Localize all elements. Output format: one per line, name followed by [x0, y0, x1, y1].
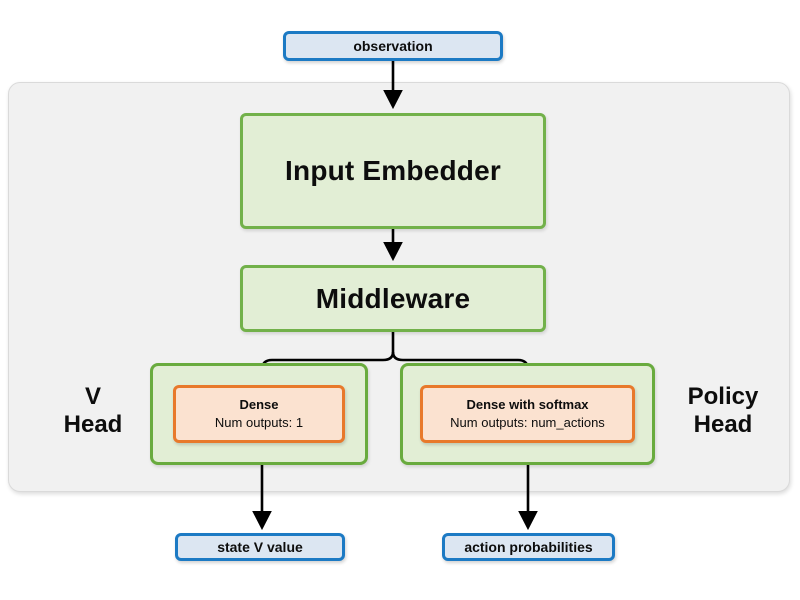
node-observation-label: observation — [353, 38, 433, 54]
node-input-embedder[interactable]: Input Embedder — [240, 113, 546, 229]
node-input-embedder-label: Input Embedder — [285, 155, 501, 186]
node-state-v-value[interactable]: state V value — [175, 533, 345, 561]
node-policy-head-dense-title: Dense with softmax — [466, 397, 589, 413]
node-middleware-label: Middleware — [315, 282, 471, 314]
node-v-head-dense[interactable]: Dense Num outputs: 1 — [173, 385, 345, 443]
node-middleware[interactable]: Middleware — [240, 265, 546, 332]
node-v-head-dense-title: Dense — [239, 397, 279, 413]
node-state-v-value-label: state V value — [217, 539, 303, 555]
label-v-head-line2: Head — [63, 411, 123, 439]
node-observation[interactable]: observation — [283, 31, 503, 61]
head-policy-head[interactable]: Dense with softmax Num outputs: num_acti… — [400, 363, 655, 465]
node-v-head-dense-subtitle: Num outputs: 1 — [214, 415, 304, 430]
node-policy-head-dense-subtitle: Num outputs: num_actions — [450, 415, 605, 430]
label-v-head-line1: V — [84, 383, 101, 410]
node-policy-head-dense[interactable]: Dense with softmax Num outputs: num_acti… — [420, 385, 635, 443]
node-action-probabilities[interactable]: action probabilities — [442, 533, 615, 561]
head-v-head[interactable]: Dense Num outputs: 1 — [150, 363, 368, 465]
label-v-head: V Head — [38, 383, 148, 440]
label-policy-head-line1: Policy — [687, 383, 759, 410]
label-policy-head: Policy Head — [663, 383, 783, 440]
label-policy-head-line2: Head — [693, 411, 753, 439]
node-action-probabilities-label: action probabilities — [464, 539, 593, 555]
